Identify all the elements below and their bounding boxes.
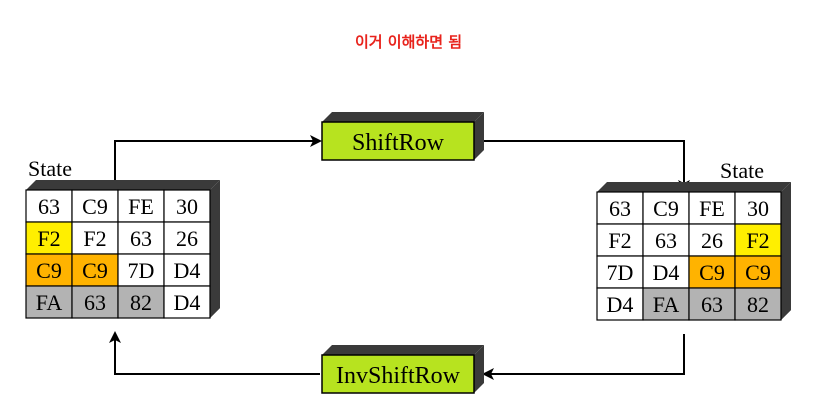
arrow-left-to-shiftrow [114,135,322,188]
arrow-right-to-invshiftrow [482,334,685,380]
state-cell [163,221,211,255]
state-cell [734,287,782,321]
grid-depth-top [597,182,791,192]
arrow-shiftrow-to-right [484,140,690,192]
invshiftrow-label: InvShiftRow [336,363,461,389]
state-cell-value: 82 [747,292,769,317]
state-cell-value: 7D [128,258,155,283]
state-cell-value: C9 [745,260,771,285]
state-cell [71,253,119,287]
state-cell-value: D4 [174,258,201,283]
state-cell-value: 82 [130,290,152,315]
state-cell-value: 63 [609,196,631,221]
state-cell [117,221,165,255]
shiftrow-box: ShiftRow [321,112,484,161]
state-cell-value: F2 [608,228,631,253]
state-cell-value: C9 [699,260,725,285]
state-cell-value: FE [699,196,725,221]
state-cell-value: 63 [84,290,106,315]
state-cell [117,189,165,223]
state-cell-value: 26 [701,228,723,253]
state-cell [117,253,165,287]
state-cell [642,255,690,289]
right-state-label: State [720,158,764,183]
state-cell [734,191,782,225]
state-cell [596,191,644,225]
state-cell-value: C9 [82,258,108,283]
grid-depth-side [210,180,220,318]
state-cell-value: 63 [655,228,677,253]
state-cell-value: D4 [607,292,634,317]
state-cell-value: D4 [174,290,201,315]
state-cell-value: FA [653,292,680,317]
state-cell [163,285,211,319]
state-cell-value: F2 [746,228,769,253]
connector-lines [109,135,690,380]
state-cell-value: 63 [701,292,723,317]
state-cell [642,287,690,321]
state-cell [688,223,736,257]
state-cell-value: F2 [37,226,60,251]
grid-depth-side [781,182,791,320]
state-cell [25,285,73,319]
state-cell-value: C9 [653,196,679,221]
state-cell-value: C9 [36,258,62,283]
state-cell-value: 30 [176,194,198,219]
state-cell-value: C9 [82,194,108,219]
diagram-caption: 이거 이해하면 됨 [354,33,463,51]
shiftrow-label: ShiftRow [352,130,445,156]
state-cell-value: 7D [607,260,634,285]
state-cell-value: FA [36,290,63,315]
state-cell [734,223,782,257]
state-cell [71,189,119,223]
invshiftrow-box: InvShiftRow [321,345,484,394]
state-cell-value: 63 [130,226,152,251]
left-state-label: State [28,156,72,181]
state-cell [642,223,690,257]
grid-depth-top [26,180,220,190]
state-cell-value: 26 [176,226,198,251]
state-cell [596,287,644,321]
state-cell-value: F2 [83,226,106,251]
state-cell-value: FE [128,194,154,219]
arrow-invshiftrow-to-left [109,331,320,375]
state-cell-value: D4 [653,260,680,285]
state-cell-value: 30 [747,196,769,221]
state-cell-value: 63 [38,194,60,219]
